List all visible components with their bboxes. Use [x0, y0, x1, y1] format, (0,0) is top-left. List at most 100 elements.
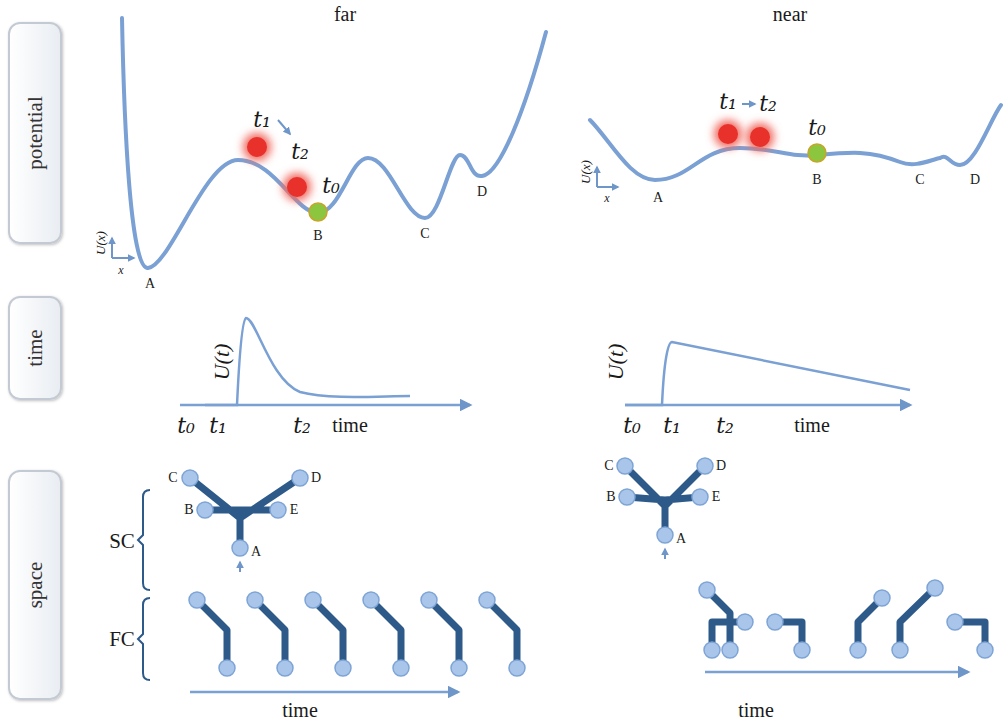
diagram-label: far: [334, 4, 356, 24]
ball-glow: [714, 120, 742, 148]
fc-joint: [451, 660, 467, 676]
diagram-label: D: [311, 471, 321, 485]
diagram-label: U(t): [605, 344, 627, 381]
tree-joint: [182, 458, 713, 556]
ball-glow: [243, 133, 271, 161]
row-label: potential: [23, 96, 48, 169]
input-arrow: [664, 549, 666, 559]
diagram-label: t₀: [177, 415, 195, 437]
red-ball: [750, 127, 770, 147]
fc-joint: [927, 580, 943, 596]
diagram-label: A: [653, 191, 663, 205]
row-label-box: time: [8, 296, 62, 400]
fc-joint: [767, 614, 783, 630]
diagram-label: t₀: [623, 415, 641, 437]
diagram-label: time: [282, 700, 318, 720]
fc-joint: [277, 660, 293, 676]
sc-tree: [190, 466, 705, 548]
diagram-label: E: [712, 490, 721, 504]
row-label-box: potential: [8, 22, 62, 244]
diagram-label: E: [290, 503, 299, 517]
fc-link: [704, 614, 753, 658]
fc-joint: [189, 592, 205, 608]
diagram-label: t₂: [716, 415, 734, 437]
motion-arrow: [278, 120, 290, 134]
green-ball: [808, 144, 826, 162]
green-ball: [309, 203, 327, 221]
fc-joint: [947, 614, 963, 630]
fc-joint: [509, 660, 525, 676]
fc-joint: [737, 614, 753, 630]
diagram-label: time: [738, 700, 774, 720]
fc-stroke: [487, 600, 517, 668]
diagram-label: C: [420, 227, 429, 241]
diagram-label: FC: [109, 629, 135, 650]
fc-joint: [722, 642, 738, 658]
ball-glow: [283, 173, 311, 201]
axis-arrow: [597, 186, 618, 188]
diagram-label: B: [313, 229, 322, 243]
fc-stroke: [371, 600, 401, 668]
fc-joint: [850, 642, 866, 658]
fc-link: [850, 590, 890, 658]
red-ball: [247, 137, 267, 157]
diagram-label: time: [332, 415, 368, 435]
axis-arrow: [112, 257, 134, 259]
fc-stroke: [313, 600, 343, 668]
diagram-label: D: [477, 185, 487, 199]
fc-joint: [977, 642, 993, 658]
diagram-label: t₂: [759, 93, 777, 115]
fc-joint: [479, 592, 495, 608]
fc-stroke: [429, 600, 459, 668]
diagram-label: C: [604, 459, 613, 473]
fc-joint: [219, 660, 235, 676]
diagram-label: A: [676, 532, 686, 546]
potential-curve: [590, 105, 1001, 180]
diagram-label: U(x): [579, 160, 592, 184]
diagram-label: U(t): [211, 344, 233, 381]
diagram-label: t₁: [253, 109, 271, 131]
row-label: time: [23, 329, 48, 366]
fc-joint: [335, 660, 351, 676]
diagram-label: t₁: [663, 415, 681, 437]
red-ball: [287, 177, 307, 197]
diagram-label: near: [773, 4, 807, 24]
fc-stroke: [255, 600, 285, 668]
fc-stroke: [197, 600, 227, 668]
fc-joint: [892, 642, 908, 658]
fc-stroke: [900, 588, 935, 650]
diagram-label: D: [970, 173, 980, 187]
fc-joint: [363, 592, 379, 608]
fc-link: [305, 592, 351, 676]
time-curve: [205, 318, 410, 405]
time-curve: [625, 342, 910, 405]
diagram-label: U(x): [94, 231, 107, 255]
fc-joint: [247, 592, 263, 608]
potential-curve: [122, 18, 546, 268]
diagram-label: A: [251, 545, 261, 559]
diagram-label: B: [184, 503, 193, 517]
diagram-label: time: [794, 415, 830, 435]
fc-link: [479, 592, 525, 676]
diagram-label: B: [812, 173, 821, 187]
fc-joint: [794, 642, 810, 658]
fc-sequence: [189, 580, 993, 676]
fc-joint: [699, 582, 715, 598]
diagram-label: x: [118, 264, 123, 276]
time-arrow: [190, 691, 458, 694]
fc-joint: [704, 642, 720, 658]
ball-glow: [746, 123, 774, 151]
diagram-label: t₁: [719, 91, 737, 113]
fc-joint: [393, 660, 409, 676]
time-axis: [625, 404, 910, 407]
fc-link: [767, 614, 810, 658]
motion-arrow: [742, 103, 755, 105]
axis-arrow: [596, 167, 598, 187]
fc-joint: [874, 590, 890, 606]
fc-link: [892, 580, 943, 658]
diagram-label: t₁: [209, 415, 227, 437]
bracket: [138, 598, 150, 680]
fc-joint: [305, 592, 321, 608]
